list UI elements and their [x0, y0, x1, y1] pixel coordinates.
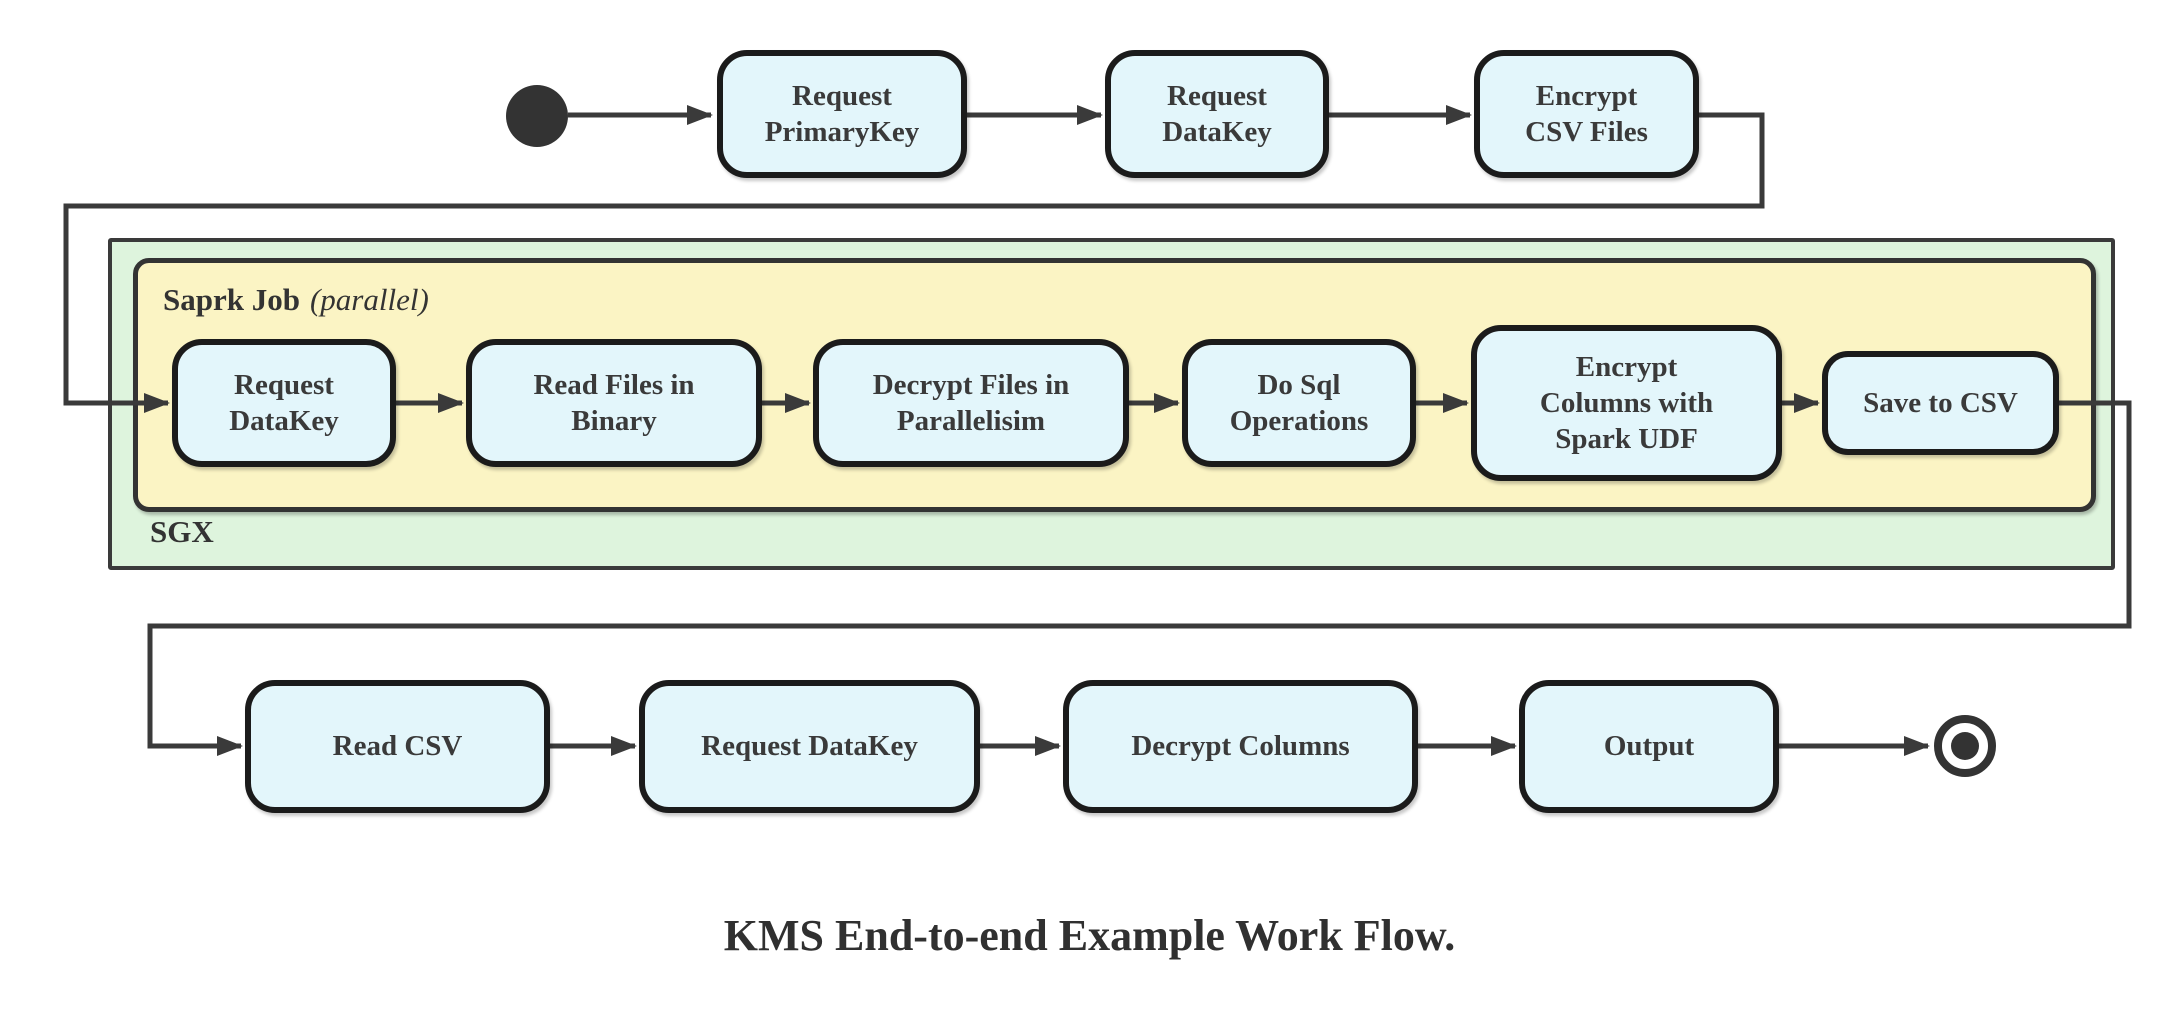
node-request-datakey-client: Request DataKey	[639, 680, 980, 813]
node-decrypt-columns: Decrypt Columns	[1063, 680, 1418, 813]
spark-job-label-bold: Saprk Job	[163, 282, 300, 317]
node-encrypt-columns-with-spark-udf: Encrypt Columns with Spark UDF	[1471, 325, 1782, 481]
node-read-files-in-binary: Read Files in Binary	[466, 339, 762, 467]
node-read-csv: Read CSV	[245, 680, 550, 813]
node-request-primarykey: Request PrimaryKey	[717, 50, 967, 178]
end-node	[1934, 715, 1996, 777]
node-request-datakey-sgx: Request DataKey	[172, 339, 396, 467]
spark-job-label-qualifier: (parallel)	[309, 282, 429, 317]
sgx-label: SGX	[150, 514, 214, 549]
node-decrypt-files-in-parallelisim: Decrypt Files in Parallelisim	[813, 339, 1129, 467]
end-node-dot	[1951, 732, 1979, 760]
diagram-caption: KMS End-to-end Example Work Flow.	[723, 911, 1456, 960]
node-request-datakey-top: Request DataKey	[1105, 50, 1329, 178]
node-save-to-csv: Save to CSV	[1822, 351, 2059, 455]
node-do-sql-operations: Do Sql Operations	[1182, 339, 1416, 467]
start-node	[506, 85, 568, 147]
spark-job-label: Saprk Job (parallel)	[163, 282, 429, 318]
node-output: Output	[1519, 680, 1779, 813]
node-encrypt-csv-files: Encrypt CSV Files	[1474, 50, 1699, 178]
